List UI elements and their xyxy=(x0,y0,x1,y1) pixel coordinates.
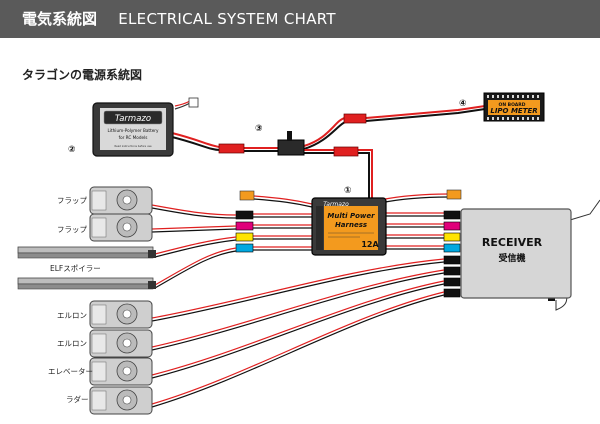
servo-aileron-2 xyxy=(89,329,153,358)
harness-rating: 12A xyxy=(361,240,379,249)
receiver-line2: 受信機 xyxy=(498,252,525,264)
servo-aileron-1 xyxy=(89,300,153,329)
harness-name2: Harness xyxy=(335,221,367,229)
marker-4: ④ xyxy=(459,99,467,109)
power-switch xyxy=(277,131,305,156)
servo-label-aileron-1: エルロン xyxy=(57,311,87,320)
servo-label-rudder: ラダー xyxy=(66,394,89,404)
connector-battery-red xyxy=(218,143,245,154)
diagram-subtitle: タラゴンの電源系統図 xyxy=(22,68,143,82)
battery-note: Read instructions before use xyxy=(114,144,152,148)
servo-wires xyxy=(151,204,445,408)
servo-rudder xyxy=(89,386,153,415)
servo-label-aileron-2: エルロン xyxy=(57,339,87,348)
connector-orange-right xyxy=(446,189,462,200)
servo-label-flap-1: フラップ xyxy=(57,196,87,205)
marker-1: ① xyxy=(344,186,352,196)
harness-connectors-right xyxy=(443,210,461,298)
connector-switch-out-red xyxy=(333,146,359,157)
battery-brand: Tarmazo xyxy=(115,114,151,124)
servo-flap-1 xyxy=(89,186,153,215)
connector-orange-left xyxy=(239,190,255,201)
connector-meter-red xyxy=(343,113,367,124)
servo-label-elevator: エレベーター xyxy=(48,367,93,376)
spoiler-bar-1 xyxy=(17,246,156,259)
title-en: ELECTRICAL SYSTEM CHART xyxy=(118,10,336,28)
servo-elevator xyxy=(89,357,153,386)
lipo-battery: Tarmazo Lithium-Polymer Battery for RC M… xyxy=(92,97,199,157)
lipo-meter: ON BOARD LIPO METER xyxy=(483,92,545,122)
title-jp: 電気系統図 xyxy=(22,10,98,28)
battery-line1: Lithium-Polymer Battery xyxy=(108,128,160,133)
meter-tag: ON BOARD xyxy=(499,102,526,108)
harness-brand: Tarmazo xyxy=(323,201,349,208)
marker-3: ③ xyxy=(255,124,263,134)
spoiler-bar-2 xyxy=(17,277,156,290)
harness-name1: Multi Power xyxy=(327,212,375,220)
harness-to-receiver-wires xyxy=(379,193,449,250)
spoiler-label: ELFスポイラー xyxy=(50,264,101,273)
servo-flap-2 xyxy=(89,213,153,242)
meter-name: LIPO METER xyxy=(490,107,537,115)
marker-2: ② xyxy=(68,145,76,155)
battery-line2: for RC Models xyxy=(119,135,148,140)
harness-connectors-left xyxy=(235,210,254,253)
receiver: RECEIVER 受信機 xyxy=(460,199,600,311)
header-bar: 電気系統図 ELECTRICAL SYSTEM CHART xyxy=(0,0,600,38)
multi-power-harness: Tarmazo Multi Power Harness 12A xyxy=(311,197,387,256)
receiver-line1: RECEIVER xyxy=(482,236,543,249)
harness-input-wires xyxy=(253,195,313,251)
servo-label-flap-2: フラップ xyxy=(57,225,87,234)
